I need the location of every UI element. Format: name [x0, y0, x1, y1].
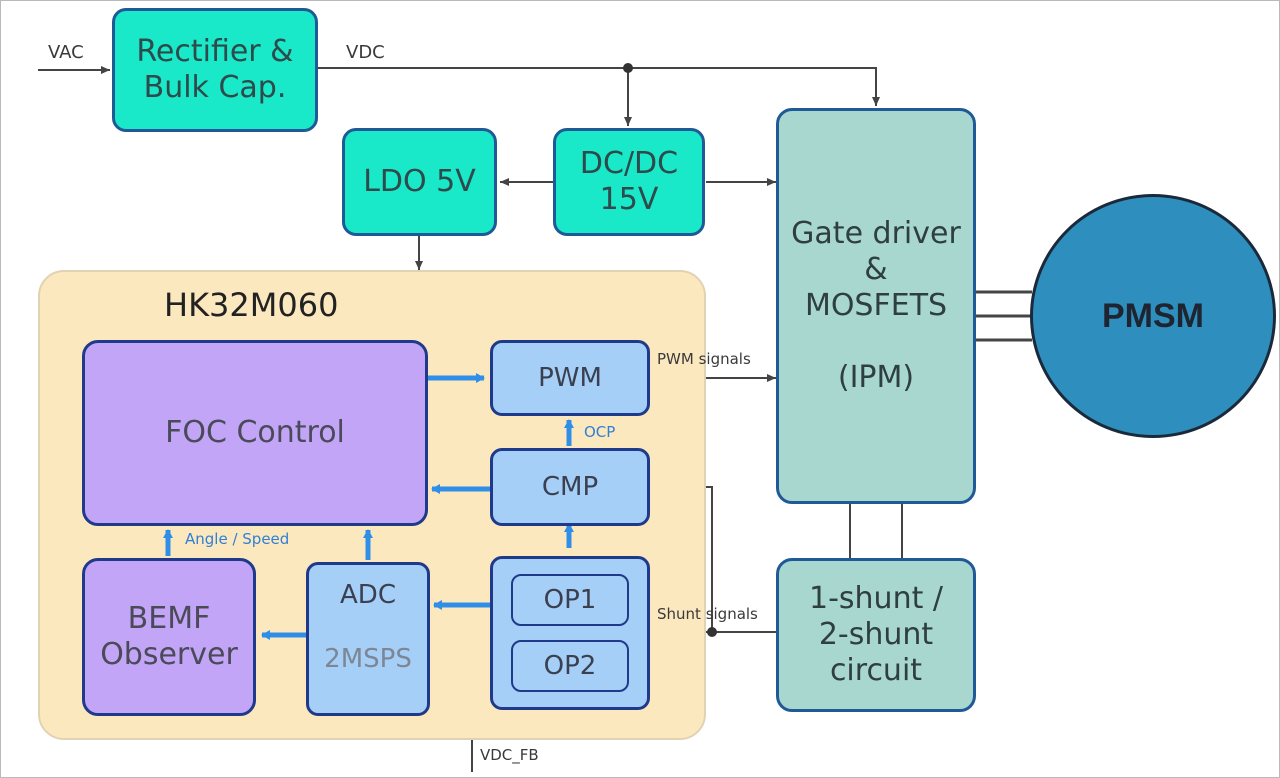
op1-block: OP1 [511, 573, 629, 626]
shunt-signals-label: Shunt signals [657, 605, 758, 623]
cmp-block: CMP [490, 448, 650, 526]
bemf-observer-block: BEMF Observer [82, 558, 256, 716]
shunt-circuit-block: 1-shunt / 2-shunt circuit [776, 558, 976, 712]
shunt-label-3: circuit [829, 653, 923, 688]
ldo-block: LDO 5V [342, 128, 497, 236]
vdc-junction-dot [623, 63, 633, 73]
angle-speed-label: Angle / Speed [185, 530, 290, 548]
gate-driver-label-5: (IPM) [837, 360, 915, 395]
shunt-label-2: 2-shunt [818, 617, 934, 652]
pmsm-label: PMSM [1102, 296, 1204, 335]
op2-label: OP2 [543, 651, 597, 682]
rectifier-label-2: Bulk Cap. [143, 70, 287, 105]
bemf-label-2: Observer [100, 637, 238, 672]
foc-label: FOC Control [165, 415, 345, 450]
dcdc-label-2: 15V [599, 182, 659, 217]
op-amp-group: OP1 OP2 [490, 556, 650, 710]
mcu-title: HK32M060 [164, 286, 339, 324]
ocp-label: OCP [584, 423, 616, 441]
pmsm-motor: PMSM [1030, 194, 1276, 438]
vdc-bus-line [318, 67, 880, 106]
pwm-signals-label: PWM signals [657, 350, 751, 368]
vdc-fb-label: VDC_FB [480, 746, 539, 764]
pwm-block: PWM [490, 340, 650, 416]
vdc-label: VDC [346, 42, 385, 63]
foc-control-block: FOC Control [82, 340, 428, 526]
op2-block: OP2 [511, 640, 629, 693]
gate-driver-label-1: Gate driver [791, 216, 961, 251]
adc-rate-label: 2MSPS [324, 644, 412, 674]
gate-driver-label-2: & [864, 252, 888, 287]
bemf-label-1: BEMF [127, 601, 211, 636]
op1-label: OP1 [543, 584, 597, 615]
dcdc-label-1: DC/DC [579, 146, 679, 181]
adc-block: ADC 2MSPS [306, 562, 430, 716]
ldo-label: LDO 5V [363, 164, 476, 199]
dcdc-block: DC/DC 15V [553, 128, 705, 236]
pwm-label: PWM [538, 363, 602, 393]
adc-label: ADC [340, 580, 396, 610]
gate-driver-block: Gate driver & MOSFETS (IPM) [776, 108, 976, 504]
rectifier-label-1: Rectifier & [136, 34, 294, 69]
cmp-label: CMP [541, 472, 599, 502]
shunt-junction-dot [707, 627, 717, 637]
shunt-label-1: 1-shunt / [809, 581, 943, 616]
gate-driver-label-3: MOSFETS [804, 288, 948, 323]
rectifier-block: Rectifier & Bulk Cap. [112, 8, 318, 132]
vac-label: VAC [48, 42, 84, 63]
